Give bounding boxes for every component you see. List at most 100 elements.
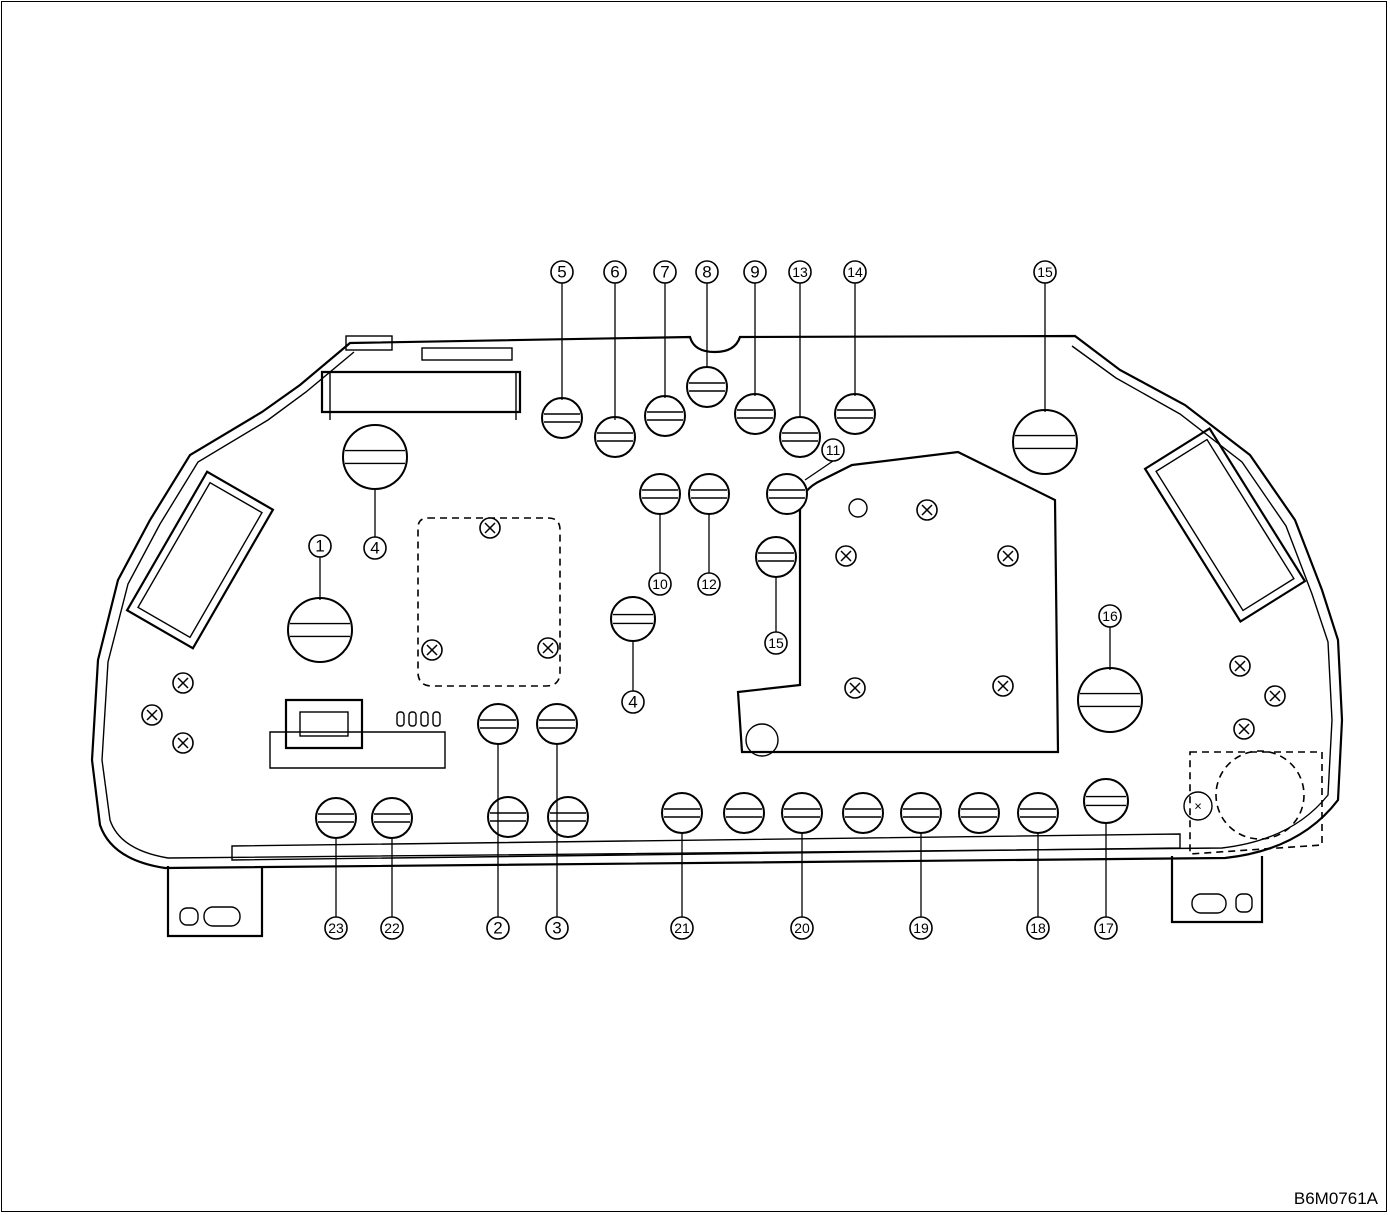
bulb-socket xyxy=(734,393,776,435)
leader-lines xyxy=(319,283,1111,917)
bulb-socket xyxy=(536,703,578,745)
mount-bracket-left xyxy=(166,866,264,938)
bulb-socket xyxy=(644,395,686,437)
callout-label: 16 xyxy=(1102,608,1118,624)
callout-label: 18 xyxy=(1030,920,1046,936)
callout-20: 20 xyxy=(790,916,814,940)
screw xyxy=(1229,655,1251,677)
bulb-socket xyxy=(900,792,942,834)
bulb-socket xyxy=(487,796,529,838)
dashed-module-right xyxy=(1189,751,1323,855)
callout-4: 4 xyxy=(621,690,645,714)
callout-label: 11 xyxy=(826,442,841,458)
mount-hole-right-2 xyxy=(1235,893,1253,913)
callout-label: 15 xyxy=(768,635,784,651)
svg-text:×: × xyxy=(1194,799,1202,814)
bulb-socket xyxy=(639,473,681,515)
diagnostic-connector xyxy=(269,698,446,769)
bulb-socket xyxy=(766,473,808,515)
callout-label: 10 xyxy=(652,576,668,592)
callout-2: 2 xyxy=(486,916,510,940)
mount-hole-left-1 xyxy=(179,907,199,926)
callout-19: 19 xyxy=(909,916,933,940)
callout-label: 1 xyxy=(315,537,324,556)
connector-right xyxy=(1143,427,1307,623)
screw xyxy=(844,677,866,699)
bulb-socket xyxy=(1083,778,1129,824)
diagram-code: B6M0761A xyxy=(1293,1189,1378,1208)
mount-hole-right-1 xyxy=(1191,893,1227,914)
callout-6: 6 xyxy=(603,260,627,284)
callout-label: 19 xyxy=(913,920,929,936)
mount-hole-left-2 xyxy=(203,906,241,927)
mount-bracket-right xyxy=(1170,856,1264,924)
bottom-rail xyxy=(231,833,1181,861)
callout-23: 23 xyxy=(324,916,348,940)
screw xyxy=(992,675,1014,697)
callout-11: 11 xyxy=(821,438,845,462)
callout-15: 15 xyxy=(764,631,788,655)
callout-1: 1 xyxy=(308,534,332,558)
cluster-housing-inner xyxy=(101,345,1333,859)
callout-label: 12 xyxy=(701,576,717,592)
screw xyxy=(421,639,443,661)
callout-label: 4 xyxy=(370,539,379,558)
callout-label: 23 xyxy=(328,920,344,936)
callout-5: 5 xyxy=(550,260,574,284)
screw xyxy=(835,545,857,567)
bulb-socket xyxy=(755,536,797,578)
screw xyxy=(916,499,938,521)
callout-label: 6 xyxy=(610,263,619,282)
bulb-sockets xyxy=(287,366,1143,839)
callout-label: 21 xyxy=(674,920,690,936)
bulb-socket xyxy=(958,792,1000,834)
bulb-socket xyxy=(342,424,408,490)
callout-label: 4 xyxy=(628,693,637,712)
screws xyxy=(141,499,1286,754)
callout-label: 8 xyxy=(702,263,711,282)
callout-7: 7 xyxy=(653,260,677,284)
screw xyxy=(141,704,163,726)
bulb-socket xyxy=(371,797,413,839)
callout-8: 8 xyxy=(695,260,719,284)
bulb-socket xyxy=(541,397,583,439)
bulb-socket xyxy=(842,792,884,834)
bulb-socket xyxy=(1012,409,1078,475)
callout-label: 2 xyxy=(493,919,502,938)
callout-label: 17 xyxy=(1098,920,1114,936)
callout-label: 20 xyxy=(794,920,810,936)
callout-9: 9 xyxy=(743,260,767,284)
connector-top-left xyxy=(320,335,522,420)
bulb-socket xyxy=(287,597,353,663)
callout-label: 5 xyxy=(557,263,566,282)
callout-16: 16 xyxy=(1098,604,1122,628)
screw xyxy=(479,517,501,539)
callout-10: 10 xyxy=(648,572,672,596)
bulb-socket xyxy=(594,416,636,458)
bulb-socket xyxy=(661,792,703,834)
screw xyxy=(172,672,194,694)
callout-22: 22 xyxy=(380,916,404,940)
bulb-socket xyxy=(547,796,589,838)
bulb-socket xyxy=(781,792,823,834)
screw xyxy=(997,545,1019,567)
callout-label: 14 xyxy=(847,264,863,280)
bulb-socket xyxy=(610,596,656,642)
bulb-socket xyxy=(723,792,765,834)
dashed-circle-right xyxy=(1215,750,1305,840)
callout-21: 21 xyxy=(670,916,694,940)
gauge-plate-hole xyxy=(745,723,779,757)
bulb-socket xyxy=(1077,667,1143,733)
callout-15: 15 xyxy=(1033,260,1057,284)
callout-label: 9 xyxy=(750,263,759,282)
cluster-housing-outline xyxy=(90,334,1344,870)
callout-4: 4 xyxy=(363,536,387,560)
callout-3: 3 xyxy=(545,916,569,940)
callout-18: 18 xyxy=(1026,916,1050,940)
bulb-socket xyxy=(1017,792,1059,834)
connector-left xyxy=(125,470,275,650)
bulb-socket xyxy=(779,416,821,458)
